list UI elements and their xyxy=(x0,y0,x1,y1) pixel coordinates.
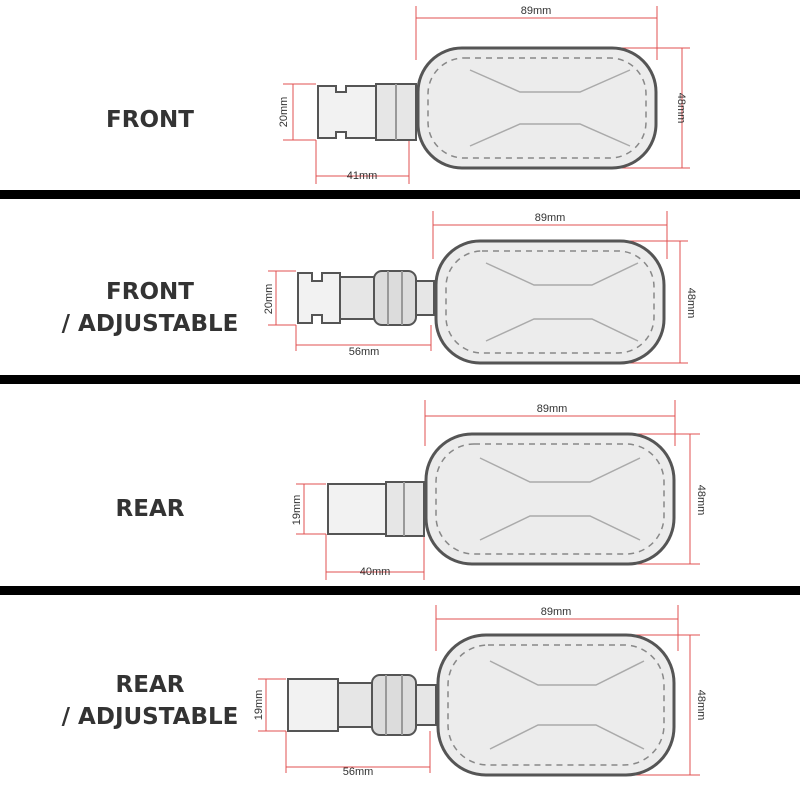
footpeg-pad xyxy=(436,633,676,777)
panel-title: REAR / ADJUSTABLE xyxy=(0,669,300,733)
footpeg-drawing: 89mm 48mm 19mm 56mm xyxy=(253,605,707,778)
dimension-width: 48mm xyxy=(685,288,697,319)
dimension-arm-length: 56mm xyxy=(343,766,374,778)
panel-rear: REAR 89mm 48mm 19mm 40mm xyxy=(0,384,800,586)
footpeg-mount xyxy=(287,674,437,736)
dimension-width: 48mm xyxy=(695,690,707,721)
footpeg-drawing: 89mm 48mm 20mm 41mm xyxy=(278,5,690,184)
dimension-arm-height: 20mm xyxy=(278,97,290,128)
panel-front-adjustable: FRONT / ADJUSTABLE 89mm 48 xyxy=(0,199,800,375)
footpeg-mount xyxy=(317,83,417,141)
dimension-arm-length: 56mm xyxy=(349,346,380,358)
panel-title: FRONT / ADJUSTABLE xyxy=(0,276,300,340)
divider xyxy=(0,190,800,199)
dimension-width: 48mm xyxy=(695,485,707,516)
panel-rear-adjustable: REAR / ADJUSTABLE 89mm 48m xyxy=(0,595,800,800)
title-line: / ADJUSTABLE xyxy=(61,704,239,730)
panel-title: FRONT xyxy=(0,104,300,136)
title-line: / ADJUSTABLE xyxy=(61,311,239,337)
title-line: FRONT xyxy=(106,107,194,133)
dimension-width: 48mm xyxy=(675,93,687,124)
footpeg-pad xyxy=(416,46,658,170)
footpeg-mount xyxy=(327,481,425,537)
dimension-length: 89mm xyxy=(541,606,572,618)
dimension-length: 89mm xyxy=(535,212,566,224)
panel-front: FRONT 89mm 48mm 20m xyxy=(0,0,800,190)
dimension-length: 89mm xyxy=(521,5,552,17)
footpeg-pad xyxy=(434,239,666,365)
dimension-length: 89mm xyxy=(537,403,568,415)
divider xyxy=(0,375,800,384)
footpeg-pad xyxy=(424,432,676,566)
footpeg-mount xyxy=(297,270,435,326)
dimension-arm-height: 19mm xyxy=(291,495,303,526)
title-line: REAR xyxy=(115,672,185,698)
title-line: FRONT xyxy=(106,279,194,305)
footpeg-drawing: 89mm 48mm 20mm 56mm xyxy=(263,211,697,365)
dimension-arm-height: 19mm xyxy=(253,690,265,721)
dimension-arm-length: 40mm xyxy=(360,566,391,578)
title-line: REAR xyxy=(115,496,185,522)
dimension-arm-length: 41mm xyxy=(347,170,378,182)
panel-title: REAR xyxy=(0,493,300,525)
divider xyxy=(0,586,800,595)
dimension-arm-height: 20mm xyxy=(263,284,275,315)
footpeg-drawing: 89mm 48mm 19mm 40mm xyxy=(291,400,707,580)
